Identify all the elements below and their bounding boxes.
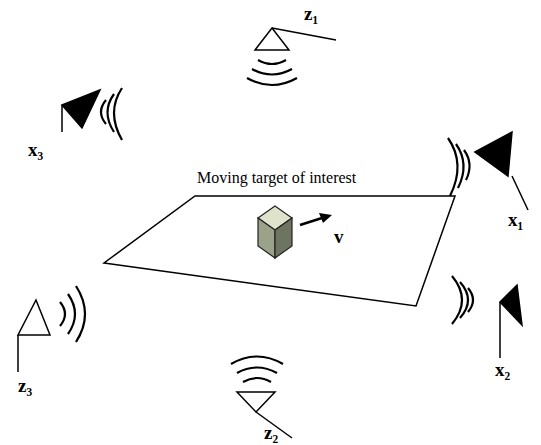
velocity-arrow — [300, 218, 322, 225]
sensor-x2 — [452, 276, 522, 358]
sensor-label: z₂ — [264, 423, 278, 442]
sensor-label: x₃ — [28, 140, 43, 159]
sensor-z2 — [231, 357, 292, 439]
target-cube — [258, 206, 292, 258]
sensor-label: z₁ — [304, 4, 318, 23]
sensor-label: z₃ — [18, 376, 32, 395]
sensor-label: x₁ — [508, 210, 523, 229]
sensor-z3 — [18, 286, 85, 372]
velocity-arrowhead — [319, 213, 332, 223]
plane-caption: Moving target of interest — [197, 170, 356, 186]
sensor-x3 — [62, 88, 122, 140]
ground-plane — [104, 196, 455, 306]
sensor-label: x₂ — [495, 360, 510, 379]
sensor-x1 — [448, 132, 528, 210]
velocity-label: v — [334, 227, 344, 246]
sensor-z1 — [247, 28, 336, 85]
